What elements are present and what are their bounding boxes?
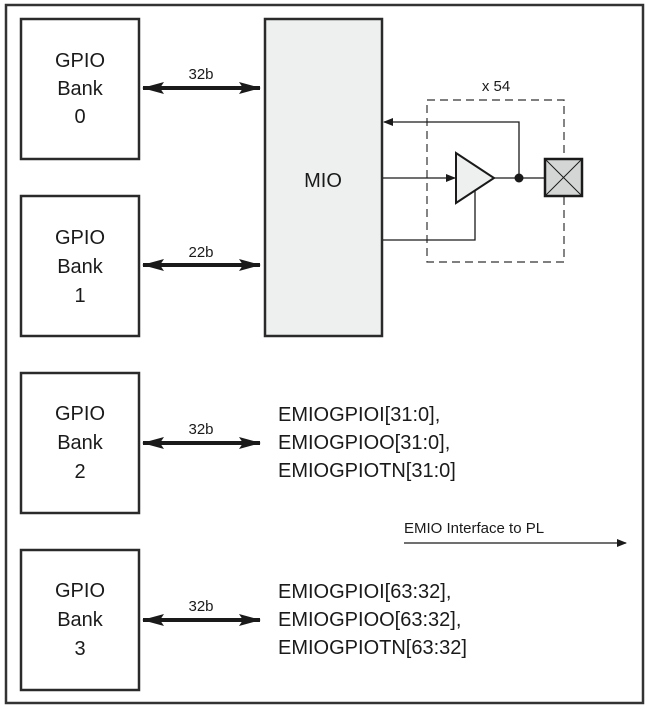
input-signal-line bbox=[383, 118, 520, 178]
gpio-bank-0: GPIO Bank 0 bbox=[19, 17, 141, 161]
gpio-bank-3-line2: Bank bbox=[57, 609, 104, 631]
outer-frame bbox=[4, 3, 645, 705]
gpio-bank-3-line1: GPIO bbox=[55, 580, 105, 602]
bus-width-bank1: 22b bbox=[188, 244, 213, 261]
gpio-bank-2: GPIO Bank 2 bbox=[19, 371, 141, 515]
junction-dot bbox=[514, 173, 524, 183]
io-pad-icon bbox=[543, 157, 584, 198]
io-cell-multiplier: x 54 bbox=[482, 78, 510, 95]
gpio-bank-3: GPIO Bank 3 bbox=[19, 548, 141, 692]
bus-width-bank0: 32b bbox=[188, 66, 213, 83]
emio-bank2-signal-o: EMIOGPIOO[31:0], bbox=[278, 432, 450, 454]
gpio-bank-0-line3: 0 bbox=[74, 106, 85, 128]
io-cell-dashed-boundary bbox=[426, 99, 565, 263]
gpio-bank-1-line1: GPIO bbox=[55, 227, 105, 249]
gpio-bank-3-line3: 3 bbox=[74, 638, 85, 660]
gpio-bank-2-line2: Bank bbox=[57, 432, 104, 454]
gpio-bank-1-line2: Bank bbox=[57, 256, 104, 278]
emio-bank3-signal-o: EMIOGPIOO[63:32], bbox=[278, 609, 461, 631]
emio-interface-label: EMIO Interface to PL bbox=[404, 520, 544, 537]
emio-bank3-signal-i: EMIOGPIOI[63:32], bbox=[278, 581, 451, 603]
gpio-bank-0-line1: GPIO bbox=[55, 50, 105, 72]
mio-block: MIO bbox=[263, 17, 384, 338]
emio-bank2-signal-tn: EMIOGPIOTN[31:0] bbox=[278, 460, 456, 482]
gpio-bank-0-line2: Bank bbox=[57, 78, 104, 100]
bus-width-bank2: 32b bbox=[188, 421, 213, 438]
gpio-bank-1-line3: 1 bbox=[74, 285, 85, 307]
tristate-buffer-icon bbox=[455, 151, 496, 205]
io-cell-group: x 54 bbox=[383, 78, 584, 263]
emio-bank2-signal-i: EMIOGPIOI[31:0], bbox=[278, 404, 440, 426]
emio-bank3-signal-tn: EMIOGPIOTN[63:32] bbox=[278, 637, 467, 659]
gpio-bank-2-line3: 2 bbox=[74, 461, 85, 483]
gpio-bank-1: GPIO Bank 1 bbox=[19, 194, 141, 338]
bus-width-bank3: 32b bbox=[188, 598, 213, 615]
mio-label: MIO bbox=[304, 170, 342, 192]
gpio-bank-2-line1: GPIO bbox=[55, 403, 105, 425]
tristate-enable-line bbox=[383, 189, 476, 241]
